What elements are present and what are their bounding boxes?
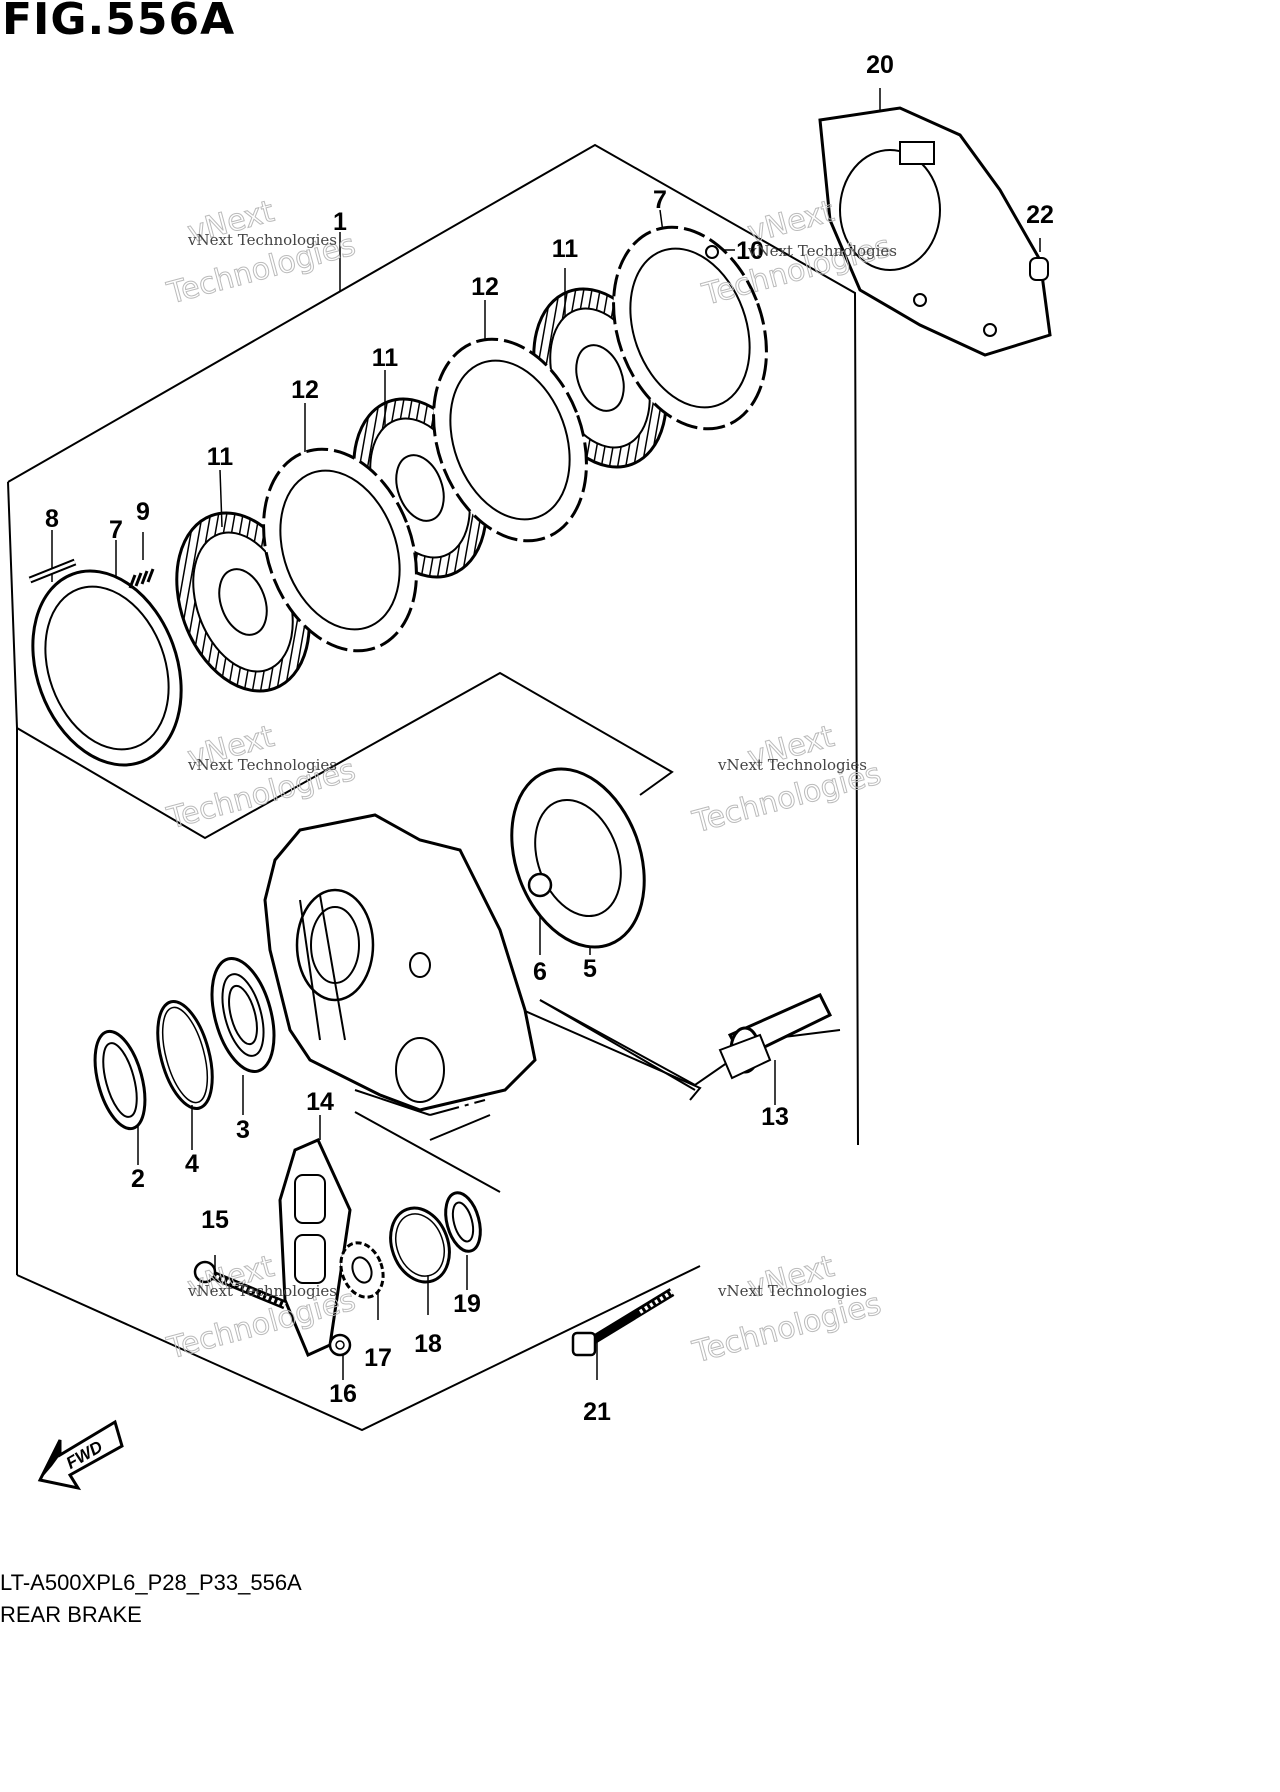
- part-4-circlip: [156, 1000, 214, 1110]
- callout-5: 5: [583, 955, 597, 983]
- part-12-steel-plate-a: [262, 447, 418, 653]
- callout-6: 6: [533, 958, 547, 986]
- callout-7a: 7: [109, 516, 123, 544]
- fwd-arrow: FWD: [37, 1419, 124, 1491]
- callout-11c: 11: [207, 443, 234, 471]
- callout-15: 15: [201, 1206, 229, 1234]
- callout-8: 8: [45, 505, 59, 533]
- part-9-spring: [128, 568, 155, 589]
- callout-12a: 12: [471, 273, 499, 301]
- part-7-lower-plate: [31, 569, 183, 767]
- callout-10: 10: [736, 237, 764, 265]
- callout-20: 20: [866, 51, 894, 79]
- part-8-pin: [28, 558, 77, 584]
- figure-code: LT-A500XPL6_P28_P33_556A: [0, 1570, 302, 1595]
- callout-11b: 11: [372, 344, 399, 372]
- callout-4: 4: [185, 1150, 199, 1178]
- callout-1: 1: [333, 208, 347, 236]
- callout-12b: 12: [291, 376, 319, 404]
- callout-2: 2: [131, 1165, 145, 1193]
- callout-18: 18: [414, 1330, 442, 1358]
- part-15-bolt: [193, 1260, 287, 1310]
- part-10-washer: [705, 245, 719, 259]
- part-3-bearing: [210, 957, 276, 1073]
- svg-text:vNext Technologies: vNext Technologies: [717, 1282, 867, 1300]
- part-21-bolt: [571, 1288, 675, 1357]
- callout-labels: 1 2 3 4 5 6 7 7 8 9 10 11 11 11 12 12 13…: [45, 51, 1054, 1426]
- svg-text:vNext Technologies: vNext Technologies: [187, 756, 337, 774]
- svg-text:vNext Technologies: vNext Technologies: [747, 242, 897, 260]
- callout-16: 16: [329, 1380, 357, 1408]
- part-7-upper-plate: [612, 225, 768, 431]
- part-5-cover-plate: [510, 767, 646, 949]
- part-16-nut: [328, 1333, 352, 1357]
- callout-14: 14: [306, 1088, 334, 1116]
- callout-9: 9: [136, 498, 150, 526]
- watermark-middle-right: vNext Technologies vNext Technologies: [688, 718, 885, 841]
- svg-text:vNext Technologies: vNext Technologies: [187, 231, 337, 249]
- watermark-upper-left: vNext Technologies vNext Technologies: [163, 193, 360, 312]
- part-6-ball: [527, 872, 553, 898]
- brake-housing: [263, 813, 537, 1112]
- callout-11a: 11: [552, 235, 579, 263]
- callout-21: 21: [583, 1398, 611, 1426]
- part-22-dowel: [1029, 257, 1049, 281]
- figure-name: REAR BRAKE: [0, 1602, 142, 1627]
- callout-3: 3: [236, 1116, 250, 1144]
- part-12-steel-plate-b: [432, 337, 588, 543]
- callout-7b: 7: [653, 186, 667, 214]
- part-18-spring: [389, 1206, 451, 1284]
- watermark-lower-right: vNext Technologies vNext Technologies: [688, 1248, 885, 1371]
- watermark-middle-left: vNext Technologies vNext Technologies: [163, 718, 360, 837]
- callout-17: 17: [364, 1344, 392, 1372]
- figure-title: FIG.556A: [2, 0, 236, 45]
- callout-13: 13: [761, 1103, 789, 1131]
- part-20-gasket: [818, 106, 1052, 357]
- part-19-seal: [444, 1191, 482, 1253]
- callout-22: 22: [1026, 201, 1054, 229]
- svg-text:vNext Technologies: vNext Technologies: [187, 1282, 337, 1300]
- part-14-bracket: [278, 1138, 352, 1358]
- part-2-oil-seal: [93, 1029, 147, 1131]
- svg-text:vNext Technologies: vNext Technologies: [717, 756, 867, 774]
- callout-19: 19: [453, 1290, 481, 1318]
- part-13-shaft: [718, 993, 833, 1080]
